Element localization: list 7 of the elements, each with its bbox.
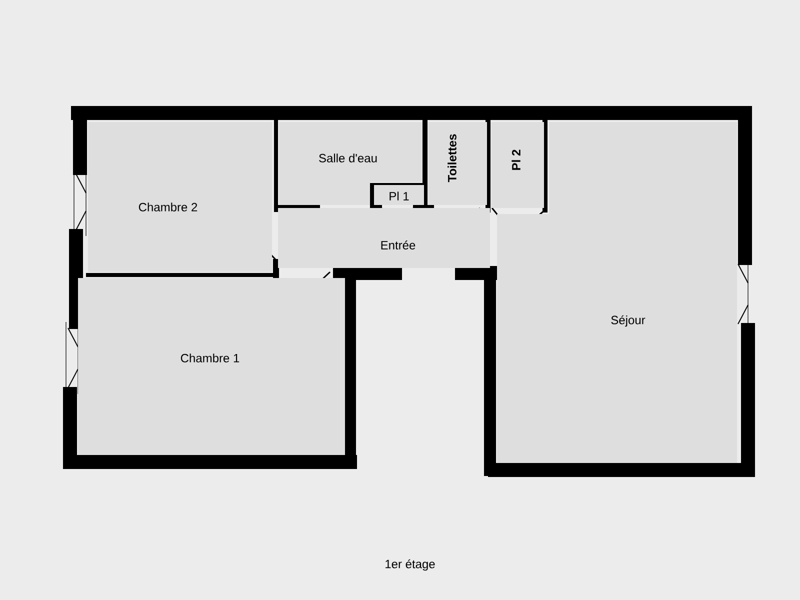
room-label: Entrée: [278, 208, 490, 268]
room-label: Chambre 2: [88, 122, 272, 272]
caption: 1er étage: [386, 559, 435, 571]
room-label: Chambre 1: [78, 278, 345, 455]
room-label: Toilettes: [428, 122, 487, 205]
room-label: Pl 1: [374, 185, 424, 205]
room-label: Pl 2: [491, 122, 544, 208]
